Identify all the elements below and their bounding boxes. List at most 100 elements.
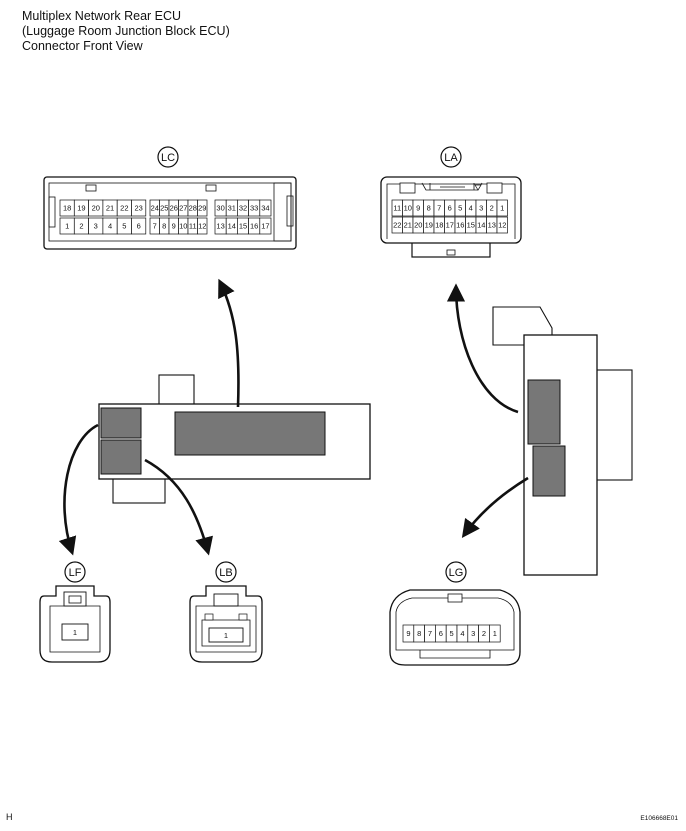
connector-la-pin-15: 15 bbox=[467, 221, 475, 230]
arrow-to-lg bbox=[461, 476, 529, 538]
connector-la-pin-8: 8 bbox=[427, 204, 431, 213]
connector-lc-pin-1: 1 bbox=[65, 222, 69, 231]
connector-la-pin-cell bbox=[496, 199, 508, 217]
connector-lc-pin-4: 4 bbox=[108, 222, 112, 231]
connector-lg-pin-7: 7 bbox=[428, 629, 432, 638]
connector-la-pin-7: 7 bbox=[437, 204, 441, 213]
connector-la-label-circle bbox=[440, 146, 462, 168]
figure-code: E106668E01 bbox=[640, 815, 678, 822]
ecu-left-unit bbox=[98, 374, 371, 504]
connector-lb: LB 1 bbox=[189, 561, 263, 663]
connector-lf-pin: 1 bbox=[73, 628, 77, 637]
connector-lc-pin-27: 27 bbox=[179, 204, 187, 213]
connector-la-pin-18: 18 bbox=[435, 221, 443, 230]
connector-lc-pin-12: 12 bbox=[198, 222, 206, 231]
arrow-to-lc bbox=[218, 278, 240, 408]
ecu-left-socket-lf bbox=[100, 407, 142, 439]
connector-lc-pin-cell bbox=[131, 217, 147, 235]
connector-la-pin-6: 6 bbox=[448, 204, 452, 213]
connector-la-pin-10: 10 bbox=[404, 204, 412, 213]
connector-lc-pin-11: 11 bbox=[189, 222, 197, 231]
connector-lf-label: LF bbox=[69, 567, 82, 579]
connector-lf-pin-box bbox=[61, 623, 89, 641]
corner-letter: H bbox=[6, 812, 13, 822]
connector-la-pin-14: 14 bbox=[477, 221, 485, 230]
connector-lc-pin-cell bbox=[197, 217, 208, 235]
connector-la-pin-12: 12 bbox=[498, 221, 506, 230]
connector-lc-pin-23: 23 bbox=[134, 204, 142, 213]
arrow-to-la bbox=[446, 283, 519, 414]
connector-la-pin-20: 20 bbox=[414, 221, 422, 230]
connector-lc-pin-8: 8 bbox=[162, 222, 166, 231]
connector-lc-pin-20: 20 bbox=[92, 204, 100, 213]
connector-lc-pin-31: 31 bbox=[228, 204, 236, 213]
connector-lc-pin-29: 29 bbox=[198, 204, 206, 213]
ecu-right-unit bbox=[492, 306, 633, 576]
connector-lc-pin-21: 21 bbox=[106, 204, 114, 213]
connector-la-pin-22: 22 bbox=[393, 221, 401, 230]
connector-la-label: LA bbox=[444, 152, 458, 164]
connector-la-pin-19: 19 bbox=[425, 221, 433, 230]
connector-la-pin-21: 21 bbox=[404, 221, 412, 230]
connector-lc-label-circle bbox=[157, 146, 179, 168]
connector-la-pin-1: 1 bbox=[500, 204, 504, 213]
connector-lc-pin-18: 18 bbox=[63, 204, 71, 213]
connector-lc-pin-cell bbox=[197, 199, 208, 217]
connector-lg-pin-9: 9 bbox=[406, 629, 410, 638]
connector-la-pin-2: 2 bbox=[490, 204, 494, 213]
connector-lc-pin-24: 24 bbox=[151, 204, 159, 213]
connector-lg-pin-2: 2 bbox=[482, 629, 486, 638]
connector-lc-pin-30: 30 bbox=[216, 204, 224, 213]
ecu-left-socket-lb bbox=[100, 439, 142, 475]
connector-la-pin-11: 11 bbox=[393, 204, 401, 213]
connector-lb-pin-box bbox=[208, 627, 244, 643]
ecu-left-socket-lc bbox=[174, 411, 326, 456]
connector-lc-pin-33: 33 bbox=[250, 204, 258, 213]
connector-la-pin-3: 3 bbox=[479, 204, 483, 213]
connector-lg-pin-8: 8 bbox=[417, 629, 421, 638]
connector-lf-label-circle bbox=[64, 561, 86, 583]
connector-lc-pin-26: 26 bbox=[170, 204, 178, 213]
connector-la-pin-5: 5 bbox=[458, 204, 462, 213]
connector-la-pin-9: 9 bbox=[416, 204, 420, 213]
title-line-2: (Luggage Room Junction Block ECU) bbox=[22, 24, 230, 38]
connector-lc-pin-cell bbox=[259, 217, 272, 235]
connector-lb-body bbox=[189, 585, 263, 663]
connector-lc-pin-25: 25 bbox=[160, 204, 168, 213]
connector-la-pin-17: 17 bbox=[446, 221, 454, 230]
connector-lc-pin-13: 13 bbox=[216, 222, 224, 231]
connector-lc-pin-19: 19 bbox=[77, 204, 85, 213]
connector-lc-pin-cell bbox=[131, 199, 147, 217]
connector-lb-label-circle bbox=[215, 561, 237, 583]
connector-lg-pin-5: 5 bbox=[450, 629, 454, 638]
connector-lc-pin-32: 32 bbox=[239, 204, 247, 213]
connector-lc-pin-16: 16 bbox=[250, 222, 258, 231]
connector-lf: LF 1 bbox=[39, 561, 111, 663]
connector-lg-label: LG bbox=[449, 567, 464, 579]
connector-lb-pin: 1 bbox=[224, 631, 228, 640]
ecu-right-socket-lg bbox=[532, 445, 566, 497]
connector-la-pin-13: 13 bbox=[488, 221, 496, 230]
diagram-title: Multiplex Network Rear ECU (Luggage Room… bbox=[22, 9, 230, 54]
title-line-3: Connector Front View bbox=[22, 39, 143, 53]
connector-lc-pin-14: 14 bbox=[228, 222, 236, 231]
connector-lc-pin-6: 6 bbox=[137, 222, 141, 231]
connector-lc-pin-2: 2 bbox=[79, 222, 83, 231]
connector-la-pin-16: 16 bbox=[456, 221, 464, 230]
connector-la-pin-4: 4 bbox=[469, 204, 473, 213]
connector-lc-pin-cell bbox=[259, 199, 272, 217]
connector-lc-pin-17: 17 bbox=[261, 222, 269, 231]
connector-lg-pin-cell bbox=[489, 624, 501, 643]
arrow-to-lf bbox=[58, 423, 99, 556]
connector-la-pin-cell bbox=[496, 216, 508, 234]
connector-lc-pin-10: 10 bbox=[179, 222, 187, 231]
connector-lg-pin-4: 4 bbox=[460, 629, 464, 638]
connector-lb-label: LB bbox=[219, 567, 232, 579]
connector-lc-label: LC bbox=[161, 152, 175, 164]
connector-lc-pin-5: 5 bbox=[122, 222, 126, 231]
